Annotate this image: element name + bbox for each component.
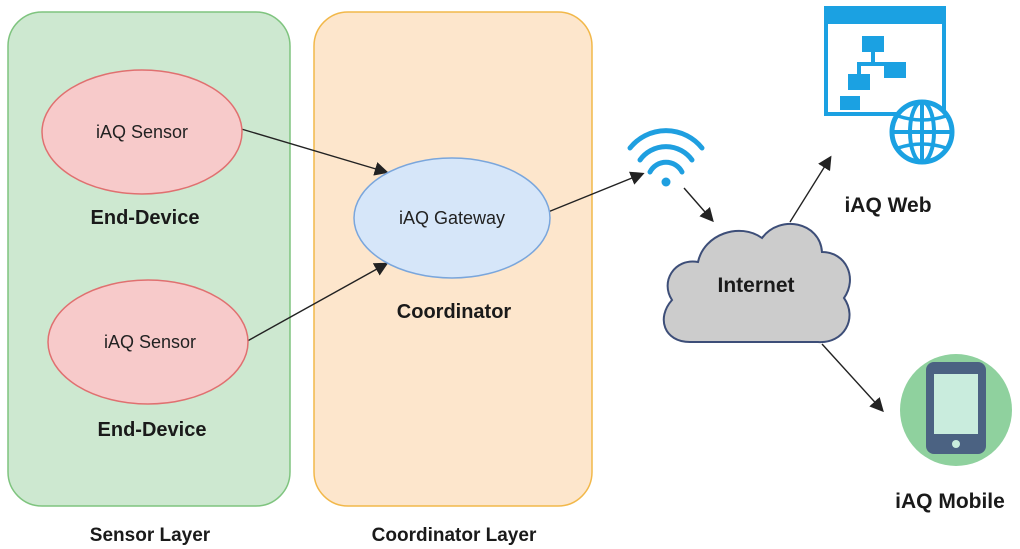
sensor-node-bottom xyxy=(47,279,249,405)
sensor-top-role: End-Device xyxy=(91,207,200,229)
internet-cloud-icon xyxy=(662,223,851,344)
link-sensor-bottom-gateway xyxy=(241,262,389,345)
mobile-label: iAQ Mobile xyxy=(895,490,1005,513)
sensor-node-top xyxy=(41,69,243,195)
sensor-layer-label: Sensor Layer xyxy=(90,525,211,546)
sensor-top-label: iAQ Sensor xyxy=(96,122,188,142)
link-internet-web xyxy=(789,155,832,223)
internet-label: Internet xyxy=(717,274,794,297)
mobile-phone-icon xyxy=(900,354,1012,466)
link-gateway-wifi xyxy=(547,171,645,213)
sensor-bottom-label: iAQ Sensor xyxy=(104,332,196,352)
web-icon xyxy=(824,6,955,165)
wifi-icon xyxy=(627,128,705,187)
sensor-bottom-role: End-Device xyxy=(98,419,207,441)
coordinator-layer-label: Coordinator Layer xyxy=(372,525,537,546)
link-sensor-top-gateway xyxy=(237,127,389,176)
link-internet-mobile xyxy=(821,343,884,413)
gateway-label: iAQ Gateway xyxy=(399,208,505,228)
link-wifi-internet xyxy=(683,187,714,223)
web-label: iAQ Web xyxy=(844,194,931,217)
gateway-node xyxy=(353,157,551,279)
gateway-role: Coordinator xyxy=(397,301,512,323)
